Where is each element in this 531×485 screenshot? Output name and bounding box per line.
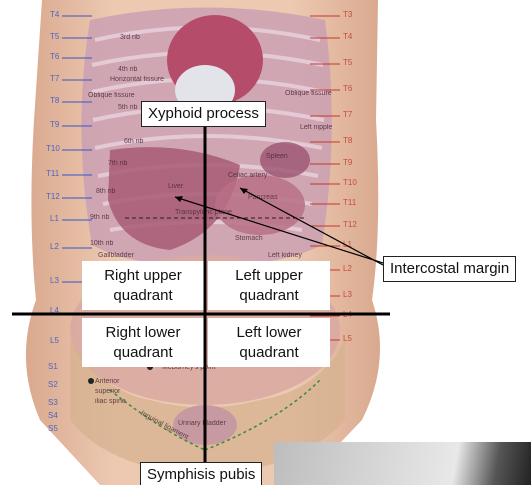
liver-label: Liver	[168, 183, 183, 190]
rib3-label: 3rd rib	[120, 34, 140, 41]
vertebra-left-S1: S1	[48, 362, 58, 371]
vertebra-left-T6: T6	[50, 52, 59, 61]
right-upper-quadrant-label: Right upper quadrant	[82, 261, 204, 310]
rib5-label: 5th rib	[118, 104, 137, 111]
pancreas-label: Pancreas	[248, 194, 278, 201]
vertebra-right-L1: L1	[343, 240, 352, 249]
oblique-fissure-right-label: Oblique fissure	[285, 90, 332, 97]
vertebra-right-T3: T3	[343, 10, 352, 19]
vertebra-right-L3: L3	[343, 290, 352, 299]
xyphoid-process-label: Xyphoid process	[141, 101, 266, 127]
llq-line-1: Left lower	[208, 323, 330, 343]
rib9-label: 9th rib	[90, 214, 109, 221]
vertebra-left-L5: L5	[50, 336, 59, 345]
asis-label-3: iliac spine	[95, 398, 126, 405]
rib8-label: 8th rib	[96, 188, 115, 195]
vertebra-left-T11: T11	[46, 169, 59, 178]
vertebra-left-T7: T7	[50, 74, 59, 83]
rib7-label: 7th rib	[108, 160, 127, 167]
rib4-label: 4th rib	[118, 66, 137, 73]
vertebra-right-T12: T12	[343, 220, 357, 229]
left-upper-quadrant-label: Left upper quadrant	[208, 261, 330, 310]
intercostal-margin-label: Intercostal margin	[383, 256, 516, 282]
vertebra-right-L4: L4	[343, 310, 352, 319]
vertebra-right-T7: T7	[343, 110, 352, 119]
asis-label-2: superior	[95, 388, 120, 395]
vertebra-left-L2: L2	[50, 242, 59, 251]
gallbladder-label: Gallbladder	[98, 252, 134, 259]
luq-line-2: quadrant	[208, 286, 330, 306]
vertebra-right-T6: T6	[343, 84, 352, 93]
rib10-label: 10th rib	[90, 240, 113, 247]
ruq-line-1: Right upper	[82, 266, 204, 286]
asis-label-1: Anterior	[95, 378, 120, 385]
vertebra-right-T4: T4	[343, 32, 352, 41]
left-nipple-label: Left nipple	[300, 124, 332, 131]
left-lower-quadrant-label: Left lower quadrant	[208, 318, 330, 367]
symphysis-pubis-label: Symphisis pubis	[140, 462, 262, 485]
vertebra-left-L1: L1	[50, 214, 59, 223]
vertebra-right-T9: T9	[343, 158, 352, 167]
vertebra-left-T5: T5	[50, 32, 59, 41]
vertebra-right-T5: T5	[343, 58, 352, 67]
rib6-label: 6th rib	[124, 138, 143, 145]
photo-inset	[274, 442, 531, 485]
spleen-label: Spleen	[266, 153, 288, 160]
vertebra-left-T12: T12	[46, 192, 60, 201]
vertebra-left-T9: T9	[50, 120, 59, 129]
vertebra-left-T4: T4	[50, 10, 59, 19]
celiac-label: Celiac artery	[228, 172, 267, 179]
vertebra-right-T10: T10	[343, 178, 357, 187]
vertebra-left-S5: S5	[48, 424, 58, 433]
vertebra-left-T8: T8	[50, 96, 59, 105]
ruq-line-2: quadrant	[82, 286, 204, 306]
vertebra-left-S4: S4	[48, 411, 58, 420]
vertebra-left-L3: L3	[50, 276, 59, 285]
left-kidney-label: Left kidney	[268, 252, 302, 259]
llq-line-2: quadrant	[208, 343, 330, 363]
vertebra-right-L2: L2	[343, 264, 352, 273]
vertebra-right-L5: L5	[343, 334, 352, 343]
vertebra-left-L4: L4	[50, 306, 59, 315]
luq-line-1: Left upper	[208, 266, 330, 286]
stomach-shape	[215, 175, 305, 235]
right-lower-quadrant-label: Right lower quadrant	[82, 318, 204, 367]
rlq-line-1: Right lower	[82, 323, 204, 343]
vertebra-left-S2: S2	[48, 380, 58, 389]
vertebra-left-T10: T10	[46, 144, 60, 153]
stomach-label: Stomach	[235, 235, 263, 242]
vertebra-right-T11: T11	[343, 198, 356, 207]
vertebra-left-S3: S3	[48, 398, 58, 407]
vertebra-right-T8: T8	[343, 136, 352, 145]
oblique-fissure-left-label: Oblique fissure	[88, 92, 135, 99]
bladder-label: Urinary bladder	[178, 420, 226, 427]
rlq-line-2: quadrant	[82, 343, 204, 363]
transpyloric-label: Transpyloric plane	[175, 209, 232, 216]
horizontal-fissure-label: Horizontal fissure	[110, 76, 164, 83]
